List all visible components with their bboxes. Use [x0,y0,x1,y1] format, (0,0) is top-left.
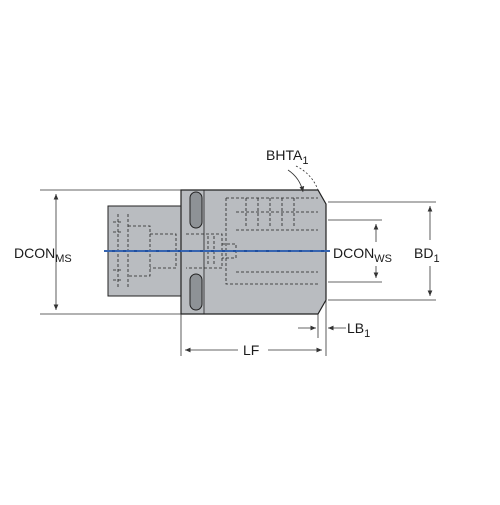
upper-slot [189,191,203,229]
dcon-ws-dimension [328,219,382,283]
dcon-ms-label: DCONMS [14,245,72,265]
dcon-ms-dimension [40,189,181,315]
lf-dimension [180,314,327,356]
bd-label: BD1 [414,245,440,265]
bhta-leader [287,165,319,193]
dcon-ws-label: DCONWS [333,245,392,265]
lower-slot [189,273,203,311]
lf-label: LF [243,342,259,358]
lb-dimension [298,300,346,338]
bhta-label: BHTA1 [266,147,308,167]
internal-bore [186,197,318,285]
lb-label: LB1 [347,320,370,340]
shank-grooves [113,214,177,288]
bd-dimension [328,201,436,301]
